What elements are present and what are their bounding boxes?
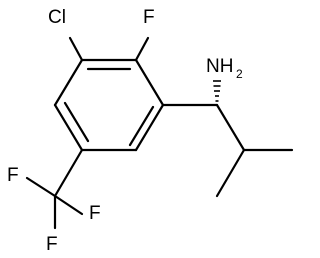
structure-canvas: Cl F NH 2 F F F [7, 7, 294, 255]
bond-isopropyl-methyl-down [215, 148, 246, 198]
bond-ring-to-cf3 [53, 148, 84, 198]
ring-bond-c2-c3 [134, 58, 165, 107]
bond-cf3-to-f-left [25, 176, 57, 198]
bond-cf3-to-f-right [53, 194, 84, 216]
fluorine-ring-label: F [143, 7, 155, 28]
benzene-ring [53, 58, 165, 152]
amine-label: NH [206, 56, 233, 77]
chlorine-label: Cl [48, 7, 66, 28]
bond-to-f [134, 36, 150, 62]
ring-double-inner-c3-c4 [128, 105, 155, 147]
bond-chiral-to-isopropyl [215, 103, 246, 152]
cf3-fluorine-left-label: F [7, 165, 19, 186]
ring-double-inner-c5-c6 [63, 101, 90, 143]
cf3-fluorine-bottom-label: F [46, 234, 58, 255]
stereo-hashed-wedge [213, 80, 221, 102]
ring-bond-c3-c4 [134, 103, 165, 152]
amine-subscript: 2 [236, 67, 243, 81]
molecule-drawing: Cl F NH 2 F F F [7, 7, 294, 255]
ring-bond-c5-c6 [53, 103, 84, 152]
ring-bond-c6-c1 [53, 58, 84, 107]
bond-to-cl [68, 36, 84, 62]
cf3-fluorine-right-label: F [89, 203, 101, 224]
